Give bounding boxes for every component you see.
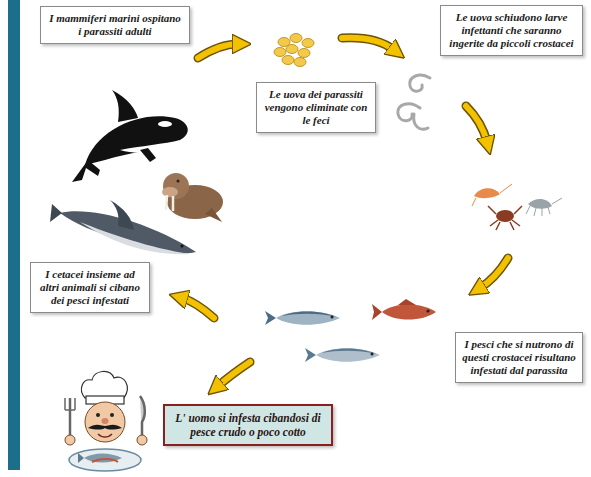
caption-box: Le uova dei parassiti vengono eliminate … (256, 82, 376, 133)
caption-text: I mammiferi marini ospitano i parassiti … (47, 12, 183, 38)
caption-box: I pesci che si nutrono di questi crostac… (455, 332, 583, 383)
larvae-figure (398, 75, 430, 129)
caption-box: I cetacei insieme ad altri animali si ci… (30, 262, 150, 313)
caption-text: I cetacei insieme ad altri animali si ci… (37, 268, 143, 307)
caption-text: Le uova schiudono larve infettanti che s… (447, 11, 576, 50)
egg-cluster (274, 34, 314, 67)
orca-figure (72, 90, 188, 182)
caption-text: Le uova dei parassiti vengono eliminate … (263, 88, 369, 127)
side-bar (8, 0, 20, 470)
dolphin-figure (50, 200, 196, 254)
caption-box: L' uomo si infesta cibandosi di pesce cr… (163, 404, 333, 446)
crustaceans-figure (472, 184, 562, 230)
caption-text: I pesci che si nutrono di questi crostac… (462, 338, 576, 377)
caption-box: I mammiferi marini ospitano i parassiti … (40, 6, 190, 44)
caption-box: Le uova schiudono larve infettanti che s… (440, 5, 583, 56)
fish-figure (265, 299, 436, 362)
walrus-figure (162, 173, 223, 222)
chef-figure (65, 371, 147, 471)
caption-text: L' uomo si infesta cibandosi di pesce cr… (171, 411, 325, 439)
